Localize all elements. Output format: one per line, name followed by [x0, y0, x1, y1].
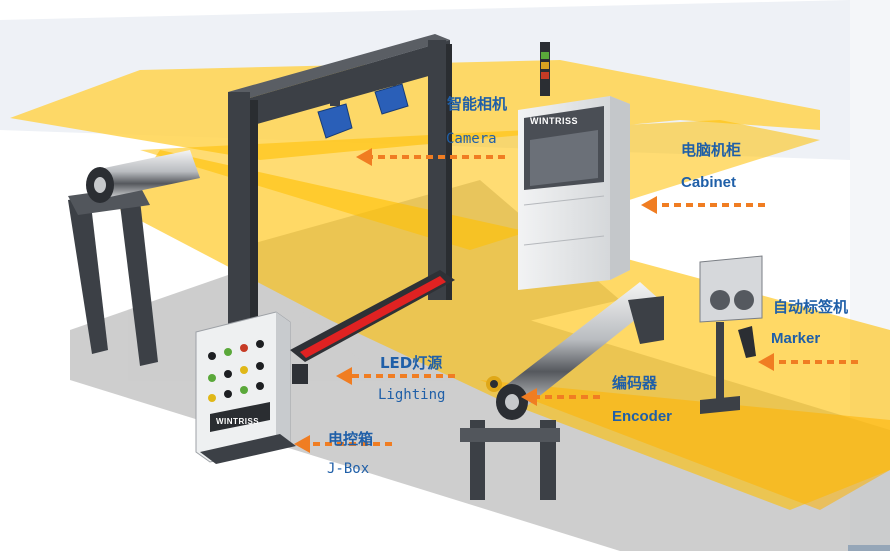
camera-label-en: Camera — [446, 131, 497, 147]
jbox-arrowhead — [294, 435, 310, 453]
jbox-label-cn: 电控箱 — [328, 430, 374, 448]
unwind-stand — [68, 150, 200, 366]
camera-label-cn: 智能相机 — [447, 95, 508, 113]
encoder-arrowhead — [521, 388, 537, 406]
marker-label-cn: 自动标签机 — [773, 298, 849, 316]
camera-arrowhead — [356, 148, 372, 166]
smart-cameras — [317, 76, 409, 139]
cabinet-logo: WINTRISS — [530, 116, 578, 126]
lighting-label-en: Lighting — [378, 387, 446, 403]
camera-gantry — [228, 34, 452, 342]
cabinet-label-en: Cabinet — [681, 174, 737, 191]
auto-marker — [699, 255, 763, 414]
marker-label-en: Marker — [771, 330, 821, 347]
lighting-label-cn: LED灯源 — [380, 354, 443, 372]
junction-box: WINTRISS — [195, 311, 296, 464]
callout-arrows — [308, 155, 858, 446]
computer-cabinet: WINTRISS — [518, 42, 630, 290]
cabinet-arrowhead — [641, 196, 657, 214]
encoder-label-en: Encoder — [612, 408, 673, 425]
material-web — [10, 60, 890, 510]
lighting-arrowhead — [336, 367, 352, 385]
jbox-logo: WINTRISS — [216, 417, 259, 426]
callout-arrowheads — [294, 148, 774, 453]
led-lighting-bar — [290, 270, 455, 384]
cabinet-label-cn: 电脑机柜 — [681, 141, 742, 159]
encoder-label-cn: 编码器 — [612, 374, 658, 392]
marker-arrowhead — [758, 353, 774, 371]
jbox-label-en: J-Box — [327, 461, 370, 477]
encoder-roller — [460, 282, 664, 500]
